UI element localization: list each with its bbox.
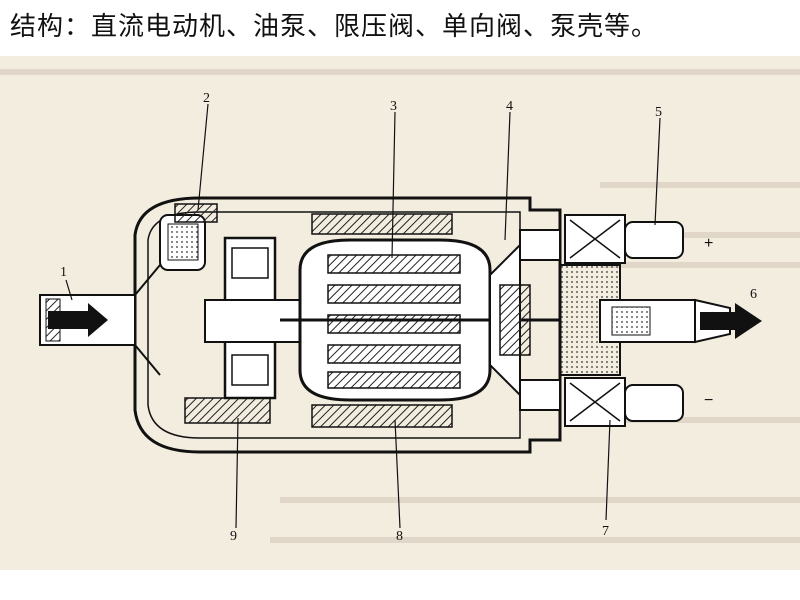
positive-sign: + [704, 235, 713, 252]
negative-terminal [564, 377, 684, 427]
negative-sign: − [704, 392, 713, 409]
callout-6: 6 [750, 287, 757, 302]
callout-3: 3 [390, 99, 397, 114]
slide-title: 结构：直流电动机、油泵、限压阀、单向阀、泵壳等。 [10, 12, 659, 42]
outlet-flow-arrow [700, 303, 762, 339]
callout-5: 5 [655, 105, 662, 120]
leader-lines [65, 103, 661, 529]
callout-9: 9 [230, 529, 237, 544]
check-valve-body [559, 264, 731, 376]
positive-terminal [564, 214, 684, 264]
pump-unit [159, 203, 301, 424]
callout-8: 8 [396, 529, 403, 544]
inlet-flow-arrow [48, 303, 108, 337]
pump-housing [133, 196, 562, 454]
magnet-bottom [311, 404, 453, 428]
callout-4: 4 [506, 99, 513, 114]
commutator [489, 229, 561, 411]
magnet-top [311, 213, 453, 235]
motor-armature [280, 238, 560, 402]
callout-7: 7 [602, 524, 609, 539]
pump-housing-inner [147, 211, 521, 439]
callout-2: 2 [203, 91, 210, 106]
callout-1: 1 [60, 265, 67, 280]
